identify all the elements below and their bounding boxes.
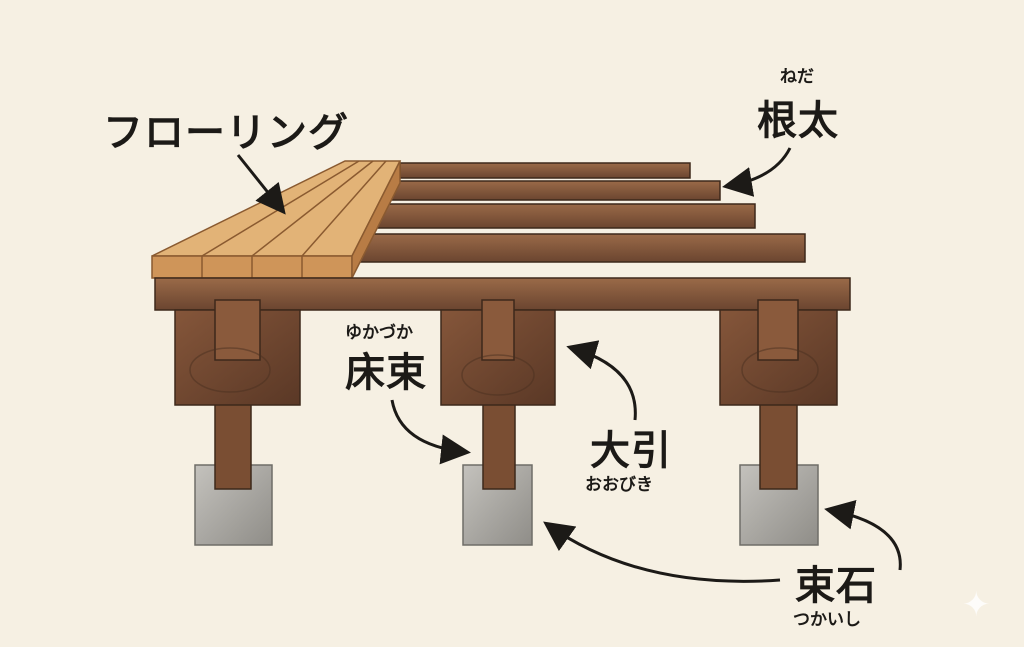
label-joist-reading: ねだ: [780, 67, 814, 87]
arrow-sleeper: [566, 340, 637, 421]
sparkle-icon: ✦: [962, 585, 991, 625]
arrow-flooring: [236, 154, 286, 215]
arrow-stone-left: [543, 521, 781, 583]
joists: [359, 162, 806, 263]
label-floor-post: 床束: [345, 350, 427, 396]
label-sleeper-reading: おおびき: [585, 475, 653, 495]
arrow-joist: [722, 147, 792, 197]
label-flooring: フローリング: [103, 110, 349, 156]
annotation-arrows: [236, 147, 902, 583]
label-sleeper: 大引: [590, 428, 672, 474]
label-joist: 根太: [757, 98, 839, 144]
label-foundation-stone: 束石: [795, 563, 877, 609]
label-floor-post-reading: ゆかづか: [345, 323, 413, 343]
support-units: [174, 299, 838, 546]
arrow-floor-post: [390, 399, 471, 465]
label-foundation-stone-reading: つかいし: [793, 610, 861, 630]
arrow-stone-right: [824, 500, 902, 571]
